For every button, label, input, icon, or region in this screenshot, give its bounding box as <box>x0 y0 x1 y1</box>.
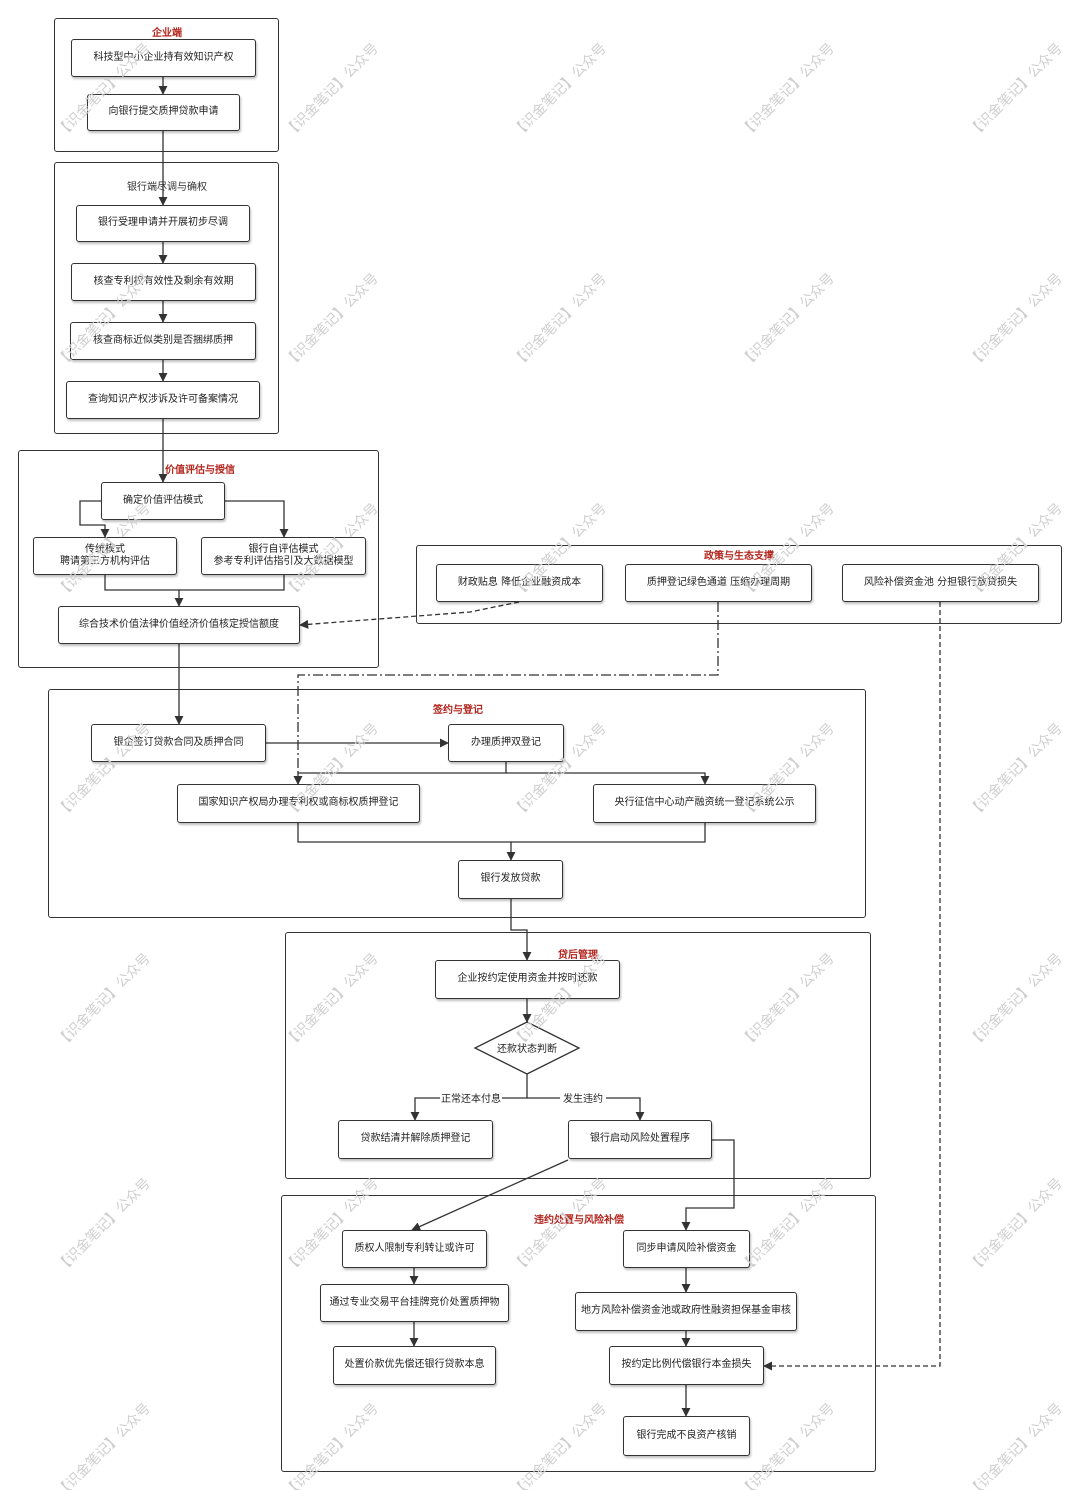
group-title-policy: 政策与生态支撑 <box>704 551 774 562</box>
group-due-diligence: 银行端尽调与确权 <box>54 162 279 434</box>
edge-s2-s3 <box>293 762 507 785</box>
node-settle-release: 贷款结清并解除质押登记 <box>338 1120 493 1159</box>
edge-n7-n9 <box>224 500 289 538</box>
node-fund-review: 地方风险补偿资金池或政府性融资担保基金审核 <box>575 1292 797 1331</box>
node-repayment-decision: 还款状态判断 <box>497 1044 557 1055</box>
group-title-enterprise: 企业端 <box>152 28 182 39</box>
node-fiscal-subsidy: 财政贴息 降低企业融资成本 <box>436 564 603 602</box>
node-cnipa-registration: 国家知识产权局办理专利权或商标权质押登记 <box>177 784 420 823</box>
group-policy: 政策与生态支撑 <box>416 545 1062 624</box>
edge-s5-m1 <box>510 899 532 961</box>
group-enterprise: 企业端 <box>54 18 279 152</box>
node-write-off: 银行完成不良资产核销 <box>623 1416 750 1456</box>
edge-p3-d6 <box>763 602 941 1371</box>
node-self-assessment-mode: 银行自评估模式 参考专利评估指引及大数据模型 <box>201 537 366 575</box>
node-query-litigation: 查询知识产权涉诉及许可备案情况 <box>66 381 260 419</box>
edge-n7-n8 <box>79 500 110 538</box>
node-accept-application: 银行受理申请并开展初步尽调 <box>76 205 250 242</box>
group-title-due-diligence: 银行端尽调与确权 <box>127 182 207 193</box>
node-check-trademark: 核查商标近似类别是否捆绑质押 <box>70 322 256 360</box>
edge-s2-s4 <box>506 772 710 785</box>
edge-m4-d1 <box>411 1159 569 1231</box>
node-submit-application: 向银行提交质押贷款申请 <box>87 94 240 131</box>
edge-label-default: 发生违约 <box>563 1092 603 1105</box>
edge-label-normal: 正常还本付息 <box>441 1092 501 1105</box>
decision-diamond <box>473 1021 581 1075</box>
edge-n8-n10 <box>104 575 184 607</box>
group-default: 违约处置与风险补偿 <box>281 1195 876 1472</box>
edge-n9-n10 <box>179 575 285 591</box>
node-compensate-loss: 按约定比例代偿银行本金损失 <box>609 1346 764 1385</box>
node-risk-pool: 风险补偿资金池 分担银行放贷损失 <box>842 564 1039 602</box>
node-green-channel: 质押登记绿色通道 压缩办理周期 <box>625 564 812 602</box>
group-post-loan: 贷后管理 <box>285 932 871 1179</box>
group-title-default: 违约处置与风险补偿 <box>534 1215 624 1226</box>
edge-m4-d4 <box>681 1139 735 1231</box>
node-repay-on-time: 企业按约定使用资金并按时还款 <box>435 960 620 999</box>
group-title-signing: 签约与登记 <box>433 705 483 716</box>
edge-p1-n10 <box>299 601 520 629</box>
group-signing: 签约与登记 <box>48 689 866 918</box>
node-risk-procedure: 银行启动风险处置程序 <box>568 1120 712 1159</box>
edge-s4-s5 <box>511 823 706 843</box>
edge-s3-s5 <box>297 823 516 861</box>
node-auction-collateral: 通过专业交易平台挂牌竞价处置质押物 <box>320 1284 509 1322</box>
node-issue-loan: 银行发放贷款 <box>458 860 563 899</box>
group-valuation: 价值评估与授信 <box>18 450 379 668</box>
node-traditional-mode: 传统模式 聘请第三方机构评估 <box>33 537 177 575</box>
node-valuation-mode: 确定价值评估模式 <box>101 482 225 520</box>
node-pboc-publicity: 央行征信中心动产融资统一登记系统公示 <box>593 784 816 823</box>
group-title-post-loan: 贷后管理 <box>558 950 598 961</box>
node-restrict-transfer: 质权人限制专利转让或许可 <box>342 1230 487 1268</box>
edge-p2-s3 <box>293 602 719 785</box>
node-credit-limit: 综合技术价值法律价值经济价值核定授信额度 <box>58 606 300 644</box>
node-sign-contract: 银企签订贷款合同及质押合同 <box>91 724 266 762</box>
node-apply-compensation: 同步申请风险补偿资金 <box>623 1230 750 1268</box>
node-repay-principal: 处置价款优先偿还银行贷款本息 <box>333 1346 496 1385</box>
node-hold-ip: 科技型中小企业持有效知识产权 <box>71 39 256 77</box>
node-check-patent: 核查专利权有效性及剩余有效期 <box>71 263 256 301</box>
group-title-valuation: 价值评估与授信 <box>165 465 235 476</box>
node-dual-registration: 办理质押双登记 <box>448 724 564 762</box>
